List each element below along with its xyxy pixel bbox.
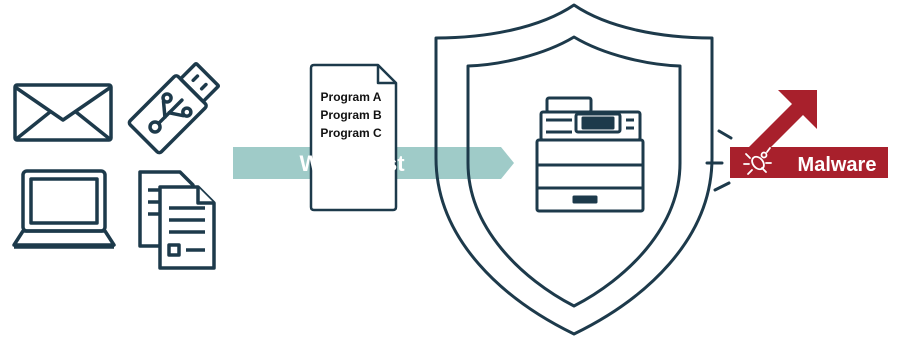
alert-lines-icon [705,129,733,192]
whitelist-label: White List [299,151,405,176]
usb-drive-icon [127,61,221,155]
shield-icon [434,3,714,336]
bug-icon [743,147,772,175]
email-icon [13,83,113,142]
whitelist-program-a: Program A [321,90,382,104]
whitelist-document-icon: Program A Program B Program C [309,63,398,212]
whitelist-program-c: Program C [320,126,382,140]
malware-arrow [730,90,888,178]
malware-label: Malware [798,154,877,176]
whitelist-program-b: Program B [320,108,382,122]
laptop-icon [12,169,116,249]
printer-icon [535,96,645,213]
documents-icon [138,170,216,270]
